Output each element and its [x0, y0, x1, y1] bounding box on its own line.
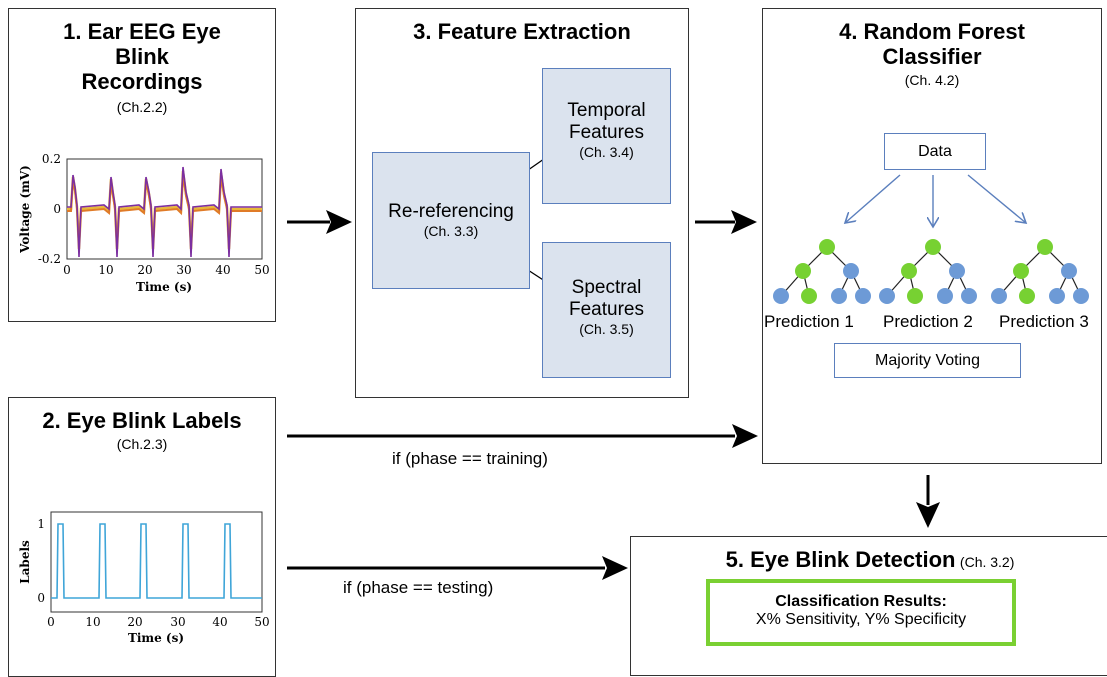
tree-node	[1061, 263, 1077, 279]
tree-node	[901, 263, 917, 279]
arrow-labels-to-classifier	[287, 424, 758, 448]
temporal-features-ref: (Ch. 3.4)	[579, 144, 634, 160]
recordings-title-line2: Blink	[115, 44, 169, 69]
labels-xtick: 20	[127, 615, 142, 629]
eeg-traces	[67, 166, 262, 258]
arrow-labels-to-detection	[287, 556, 628, 580]
labels-ylabel: Labels	[18, 540, 32, 584]
prediction-3: Prediction 3	[999, 312, 1089, 331]
classification-results-title: Classification Results:	[775, 593, 947, 610]
classification-results-text: X% Sensitivity, Y% Specificity	[755, 611, 967, 628]
labels-xtick: 0	[47, 615, 55, 629]
decision-tree-3	[991, 239, 1089, 304]
tree-node	[879, 288, 895, 304]
eeg-xtick: 20	[137, 263, 152, 277]
eeg-ytick: 0.2	[42, 152, 61, 166]
tree-node	[1073, 288, 1089, 304]
data-to-tree1-arrow	[845, 174, 901, 223]
labels-xtick: 30	[170, 615, 185, 629]
eeg-xtick: 40	[215, 263, 230, 277]
tree-node	[991, 288, 1007, 304]
tree-node	[831, 288, 847, 304]
labels-xtick: 50	[254, 615, 269, 629]
tree-node	[795, 263, 811, 279]
spectral-features-line2: Features	[569, 299, 644, 320]
tree-node	[1013, 263, 1029, 279]
labels-ytick: 0	[37, 591, 45, 605]
tree-node	[1037, 239, 1053, 255]
re-referencing-ref: (Ch. 3.3)	[423, 223, 479, 239]
training-edge-label: if (phase == training)	[392, 449, 548, 468]
decision-tree-1	[773, 239, 871, 304]
labels-title: 2. Eye Blink Labels	[42, 408, 242, 433]
prediction-2: Prediction 2	[883, 312, 973, 331]
labels-xtick: 10	[85, 615, 100, 629]
temporal-features-line2: Features	[569, 122, 644, 143]
labels-xtick: 40	[212, 615, 227, 629]
majority-voting-label: Majority Voting	[875, 352, 980, 369]
eeg-xtick: 0	[63, 263, 71, 277]
arrow-classifier-to-detection	[916, 475, 940, 528]
testing-edge-label: if (phase == testing)	[343, 578, 494, 597]
random-forest-panel: 4. Random Forest Classifier (Ch. 4.2)	[762, 8, 1102, 464]
labels-plot-frame	[50, 511, 263, 613]
random-forest-title-line2: Classifier	[882, 44, 982, 69]
classification-results-box: Classification Results: X% Sensitivity, …	[706, 579, 1016, 646]
re-referencing-label: Re-referencing	[388, 201, 514, 222]
eeg-xtick: 10	[98, 263, 113, 277]
recordings-ref: (Ch.2.2)	[116, 99, 168, 115]
recordings-title-line3: Recordings	[81, 69, 203, 94]
tree-node	[1049, 288, 1065, 304]
eeg-plot: 0.2 0 -0.2 0 10 20 30 40 50 Time (s) Vol…	[18, 152, 270, 294]
labels-trace	[51, 523, 262, 599]
tree-node	[925, 239, 941, 255]
majority-voting-box: Majority Voting	[834, 343, 1021, 378]
arrow-features-to-classifier	[695, 210, 757, 234]
spectral-features-box: Spectral Features (Ch. 3.5)	[542, 242, 671, 378]
tree-node	[819, 239, 835, 255]
temporal-features-line1: Temporal	[567, 100, 646, 121]
eeg-ytick: -0.2	[38, 252, 61, 266]
labels-xlabel: Time (s)	[128, 631, 184, 645]
tree-node	[937, 288, 953, 304]
tree-node	[961, 288, 977, 304]
random-forest-trees	[773, 174, 1089, 304]
labels-panel: 2. Eye Blink Labels (Ch.2.3) 1 0 0 10 20…	[8, 397, 276, 677]
eeg-ytick: 0	[53, 202, 61, 216]
eye-blink-detection-ref: (Ch. 3.2)	[959, 554, 1015, 570]
labels-ref: (Ch.2.3)	[116, 436, 168, 452]
tree-node	[907, 288, 923, 304]
temporal-features-box: Temporal Features (Ch. 3.4)	[542, 68, 671, 204]
recordings-panel: 1. Ear EEG Eye Blink Recordings (Ch.2.2)…	[8, 8, 276, 322]
tree-node	[855, 288, 871, 304]
data-to-tree3-arrow	[967, 174, 1026, 223]
random-forest-ref: (Ch. 4.2)	[904, 72, 960, 88]
labels-ytick: 1	[37, 517, 45, 531]
random-forest-title-line1: 4. Random Forest	[839, 19, 1025, 44]
eye-blink-detection-title: 5. Eye Blink Detection	[725, 547, 956, 572]
tree-node	[801, 288, 817, 304]
decision-tree-2	[879, 239, 977, 304]
tree-node	[773, 288, 789, 304]
data-label: Data	[918, 143, 952, 160]
tree-node	[1019, 288, 1035, 304]
tree-node	[843, 263, 859, 279]
re-referencing-box: Re-referencing (Ch. 3.3)	[372, 152, 530, 289]
eeg-xtick: 30	[176, 263, 191, 277]
arrow-recordings-to-features	[287, 210, 352, 234]
tree-node	[949, 263, 965, 279]
spectral-features-line1: Spectral	[571, 277, 642, 298]
eeg-xlabel: Time (s)	[136, 280, 192, 294]
spectral-features-ref: (Ch. 3.5)	[579, 321, 634, 337]
labels-plot: 1 0 0 10 20 30 40 50 Time (s) Labels	[18, 511, 270, 645]
feature-extraction-title: 3. Feature Extraction	[413, 19, 631, 44]
data-box: Data	[884, 133, 986, 170]
eeg-ylabel: Voltage (mV)	[18, 165, 32, 254]
eeg-xtick: 50	[254, 263, 269, 277]
recordings-title-line1: 1. Ear EEG Eye	[63, 19, 221, 44]
prediction-1: Prediction 1	[764, 312, 854, 331]
